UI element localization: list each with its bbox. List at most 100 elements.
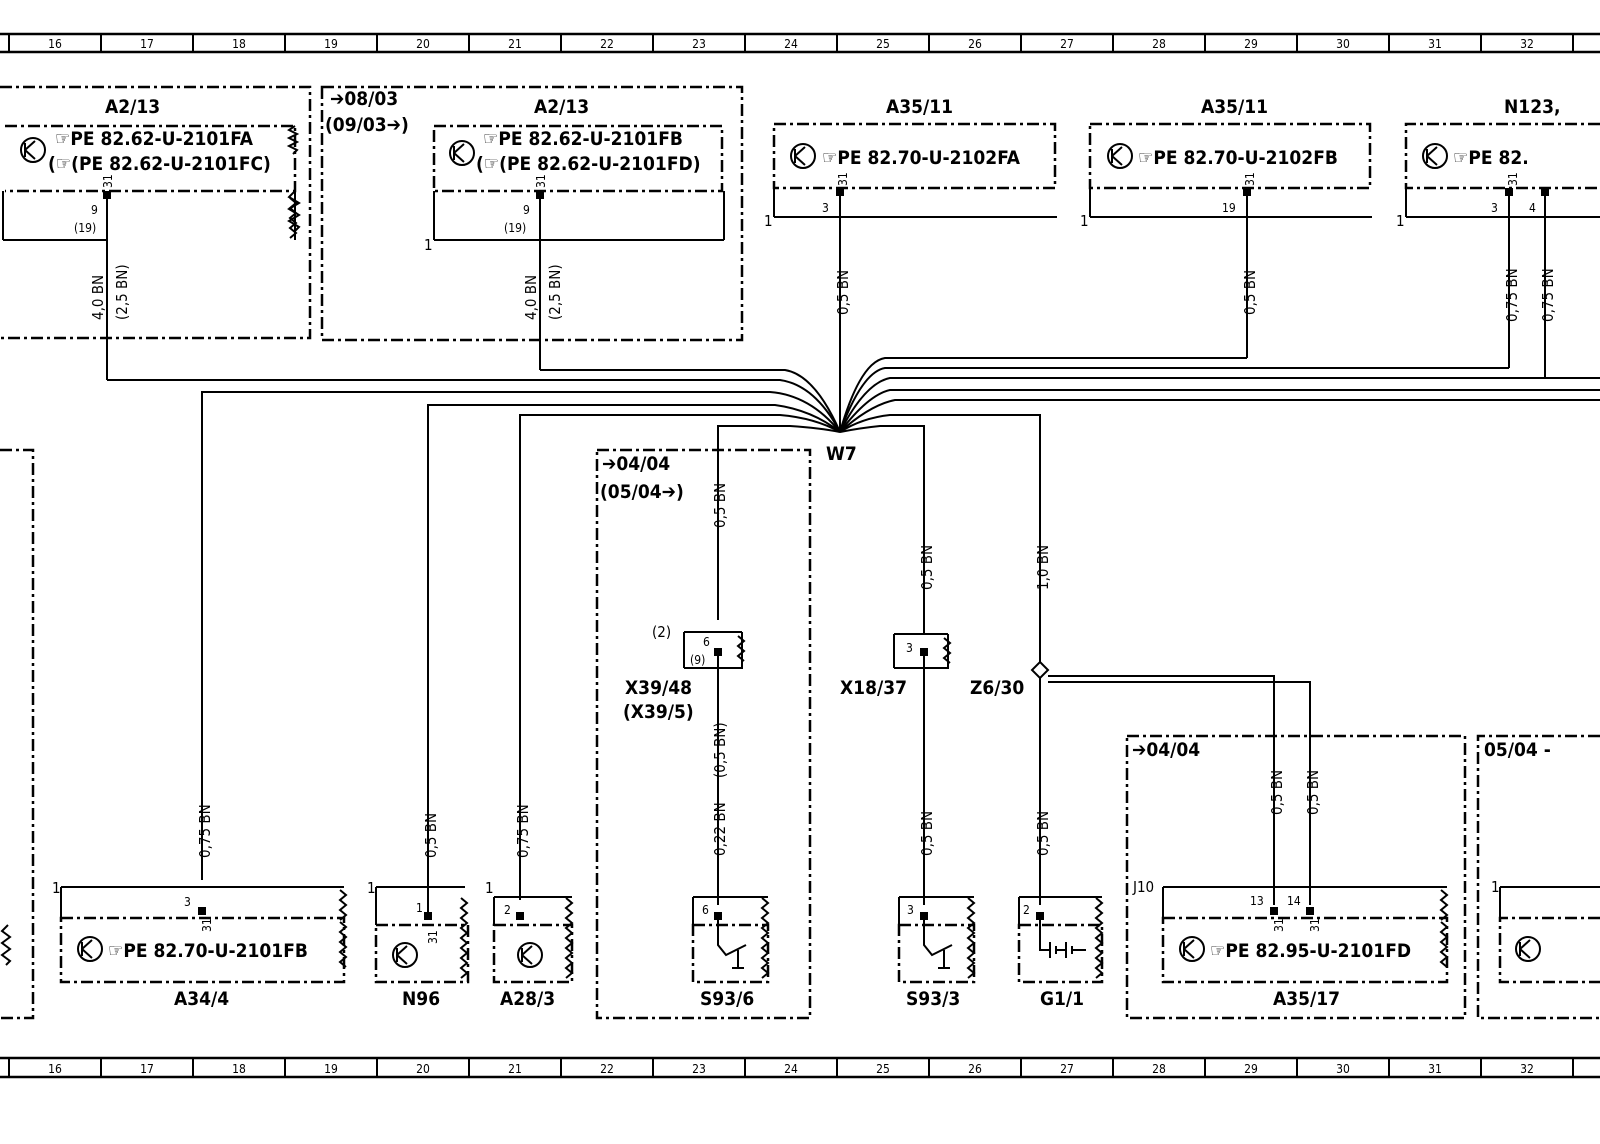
grid-column-label: 25 <box>876 37 890 51</box>
a2-13-left-doc-1: ☞PE 82.62-U-2101FA <box>55 128 254 150</box>
a35-17-doc: ☞PE 82.95-U-2101FD <box>1210 940 1411 962</box>
n123-wire-b: 0,75 BN <box>1539 268 1557 322</box>
n96-side: 1 <box>367 879 376 897</box>
a35-11-b-pin-bottom: 19 <box>1222 201 1236 215</box>
x39-wire-top: 0,5 BN <box>711 483 729 528</box>
grid-column-label: 17 <box>140 37 154 51</box>
grid-column-label: 22 <box>600 1062 614 1076</box>
x39-label: X39/48 <box>625 677 692 699</box>
grid-column-label: 25 <box>876 1062 890 1076</box>
n96-wire: 0,5 BN <box>422 813 440 858</box>
a35-11-a-doc: ☞PE 82.70-U-2102FA <box>822 147 1021 169</box>
x18-wire-bottom: 0,5 BN <box>918 811 936 856</box>
right-edge-side: 1 <box>1491 878 1500 896</box>
a35-17-pin-sub-b: 31 <box>1308 918 1322 932</box>
grid-column-label: 30 <box>1336 1062 1350 1076</box>
grid-column-label: 20 <box>416 1062 430 1076</box>
s93-6-group: 6 S93/6 <box>691 896 770 1010</box>
grid-column-label: 27 <box>1060 37 1074 51</box>
a35-17-date-from: ➔04/04 <box>1132 739 1200 761</box>
a34-doc: ☞PE 82.70-U-2101FB <box>108 940 308 962</box>
transistor-icon <box>1515 936 1541 962</box>
a34-wire: 0,75 BN <box>196 804 214 858</box>
grid-column-label: 26 <box>968 37 982 51</box>
z6-wire-top: 1,0 BN <box>1034 545 1052 590</box>
transistor-icon <box>1179 936 1205 962</box>
a2-13-right-wire-label: 4,0 BN <box>522 275 540 320</box>
grid-column-label: 26 <box>968 1062 982 1076</box>
a34-pin: 3 <box>184 895 191 909</box>
grid-column-label: 20 <box>416 37 430 51</box>
g1-1-label: G1/1 <box>1040 988 1084 1010</box>
switch-icon <box>923 920 953 969</box>
a2-13-right-pin-bottom: 9 <box>523 203 530 217</box>
a35-11-a-wire: 0,5 BN <box>834 270 852 315</box>
grid-column-label: 29 <box>1244 1062 1258 1076</box>
n96-group: 1 1 31 N96 <box>367 879 470 1010</box>
a2-13-right-group: ➔08/03 (09/03➔) A2/13 ☞PE 82.62-U-2101FB… <box>320 85 744 370</box>
grid-column-label: 23 <box>692 37 706 51</box>
a34-label: A34/4 <box>174 988 229 1010</box>
left-edge-break <box>0 924 12 966</box>
splice-w7-label: W7 <box>826 443 857 465</box>
n123-doc: ☞PE 82. <box>1453 147 1529 169</box>
harness-w7: W7 <box>107 357 1600 900</box>
a28-pin: 2 <box>504 903 511 917</box>
grid-column-label: 21 <box>508 37 522 51</box>
grid-column-label: 18 <box>232 1062 246 1076</box>
n123-group: N123, ☞PE 82. 1 31 3 4 0,75 BN 0,75 BN <box>1396 96 1600 378</box>
a35-17-wire-a: 0,5 BN <box>1268 770 1286 815</box>
grid-column-label: 24 <box>784 1062 798 1076</box>
s93-3-pin: 3 <box>907 903 914 917</box>
a35-11-a-group: A35/11 ☞PE 82.70-U-2102FA 1 31 3 0,5 BN <box>764 96 1057 430</box>
g1-1-pin: 2 <box>1023 903 1030 917</box>
grid-column-label: 16 <box>48 37 62 51</box>
n123-side: 1 <box>1396 212 1405 230</box>
a2-13-left-doc-2: (☞(PE 82.62-U-2101FC) <box>48 153 271 175</box>
transistor-icon <box>1422 143 1448 169</box>
a2-13-right-pin-top: 31 <box>534 174 548 188</box>
transistor-icon <box>790 143 816 169</box>
a2-13-left-pin-alt: (19) <box>74 221 96 235</box>
n96-pin-sub: 31 <box>426 930 440 944</box>
x39-wire-bottom: 0,22 BN <box>711 802 729 856</box>
a2-13-right-label: A2/13 <box>534 96 589 118</box>
a35-17-pin-sub-a: 31 <box>1272 918 1286 932</box>
a2-13-left-group: A2/13 ☞PE 82.62-U-2101FA (☞(PE 82.62-U-2… <box>0 85 312 380</box>
a34-4-group: 1 3 31 ☞PE 82.70-U-2101FB A34/4 <box>52 879 348 1010</box>
a2-13-right-side: 1 <box>424 236 433 254</box>
grid-column-label: 19 <box>324 1062 338 1076</box>
a2-13-right-date-from: ➔08/03 <box>330 88 398 110</box>
grid-column-label: 32 <box>1520 37 1534 51</box>
x18-label: X18/37 <box>840 677 907 699</box>
z6-wire-bottom: 0,5 BN <box>1034 811 1052 856</box>
a2-13-left-wire-label: 4,0 BN <box>89 275 107 320</box>
a35-11-b-side: 1 <box>1080 212 1089 230</box>
x39-pin: 6 <box>703 635 710 649</box>
grid-column-label: 29 <box>1244 37 1258 51</box>
n123-pin-b: 4 <box>1529 201 1536 215</box>
grid-column-label: 31 <box>1428 1062 1442 1076</box>
n96-label: N96 <box>402 988 440 1010</box>
n123-pin-top: 31 <box>1506 172 1520 186</box>
x39-wire-bottom-alt: (0,5 BN) <box>711 722 729 778</box>
x39-label-alt: (X39/5) <box>623 701 694 723</box>
grid-column-label: 28 <box>1152 37 1166 51</box>
a35-11-b-wire: 0,5 BN <box>1241 270 1259 315</box>
a28-side: 1 <box>485 879 494 897</box>
grid-column-label: 18 <box>232 37 246 51</box>
n123-label: N123, <box>1504 96 1560 118</box>
a35-17-wire-b: 0,5 BN <box>1304 770 1322 815</box>
grid-column-label: 21 <box>508 1062 522 1076</box>
a35-11-b-pin-top: 31 <box>1243 172 1257 186</box>
a28-label: A28/3 <box>500 988 555 1010</box>
a2-13-right-wire-alt: (2,5 BN) <box>546 264 564 320</box>
a2-13-left-label: A2/13 <box>105 96 160 118</box>
block-x39-date-from: ➔04/04 <box>602 453 670 475</box>
block-04-04-x39: ➔04/04 (05/04➔) 0,5 BN (2) 6 (9) X39/48 … <box>595 448 812 1020</box>
battery-icon <box>1039 920 1086 958</box>
a35-17-group: ➔04/04 J10 13 14 31 31 ☞PE 82.95-U-2101F… <box>1125 734 1467 1020</box>
